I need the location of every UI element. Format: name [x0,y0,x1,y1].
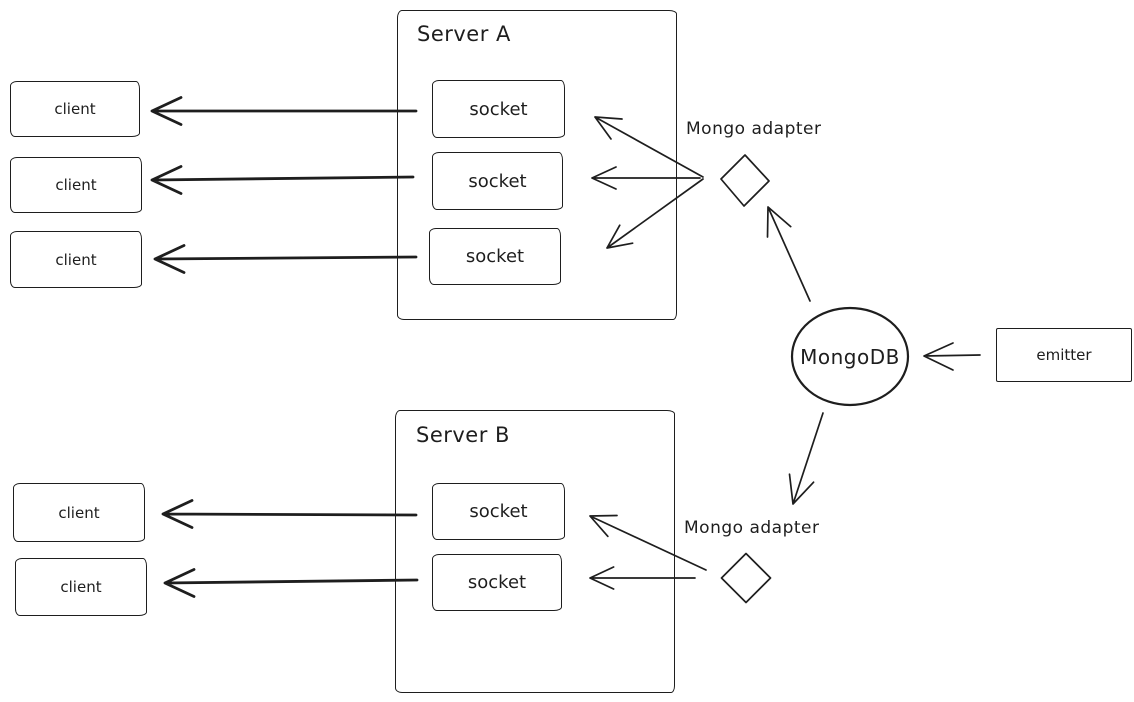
socket-label: socket [468,170,527,192]
client-label: client [60,578,102,596]
arrow-emitter-to-mongodb [923,342,981,371]
arrow-socketA2-to-client2 [150,165,415,195]
arrow-adapterBottom-to-socketB2 [589,566,696,590]
client-box-4: client [13,483,145,542]
client-label: client [55,176,97,194]
adapter-bottom-label: Mongo adapter [684,518,820,538]
client-box-5: client [15,558,147,616]
server-a-title: Server A [417,22,511,46]
adapter-diamond-bottom [720,552,772,604]
client-box-2: client [10,157,142,213]
socket-label: socket [469,98,528,120]
server-b-title: Server B [416,423,510,447]
client-label: client [54,100,96,118]
adapter-top-label: Mongo adapter [686,119,822,139]
mongodb-ellipse [790,306,910,407]
arrow-mongodb-to-adapterTop [766,206,811,302]
arrow-adapterTop-to-socketA1 [594,116,704,178]
arrow-adapterTop-to-socketA2 [591,166,701,190]
socket-box-b2: socket [432,554,562,611]
adapter-diamond-top [720,154,770,207]
emitter-box: emitter [996,328,1132,382]
socket-label: socket [465,246,525,267]
arrow-mongodb-to-adapterBottom [788,412,824,505]
server-a-box [397,10,677,320]
client-box-1: client [10,81,140,137]
arrow-socketA1-to-client1 [150,96,418,126]
client-label: client [58,503,100,522]
socket-box-a3: socket [429,228,561,285]
socket-label: socket [469,501,528,522]
socket-label: socket [467,572,527,593]
socket-box-b1: socket [432,483,565,540]
arrow-socketB2-to-client5 [163,568,419,598]
client-label: client [55,250,97,269]
client-box-3: client [10,231,142,288]
socket-box-a2: socket [432,152,563,210]
mongodb-label: MongoDB [800,345,900,369]
socket-box-a1: socket [432,80,565,138]
server-b-box [395,410,675,693]
arrow-adapterBottom-to-socketB1 [589,514,707,571]
arrow-socketA3-to-client3 [153,244,418,274]
arrow-adapterTop-to-socketA3 [606,178,704,249]
emitter-label: emitter [1036,346,1092,364]
arrow-socketB1-to-client4 [161,499,418,529]
